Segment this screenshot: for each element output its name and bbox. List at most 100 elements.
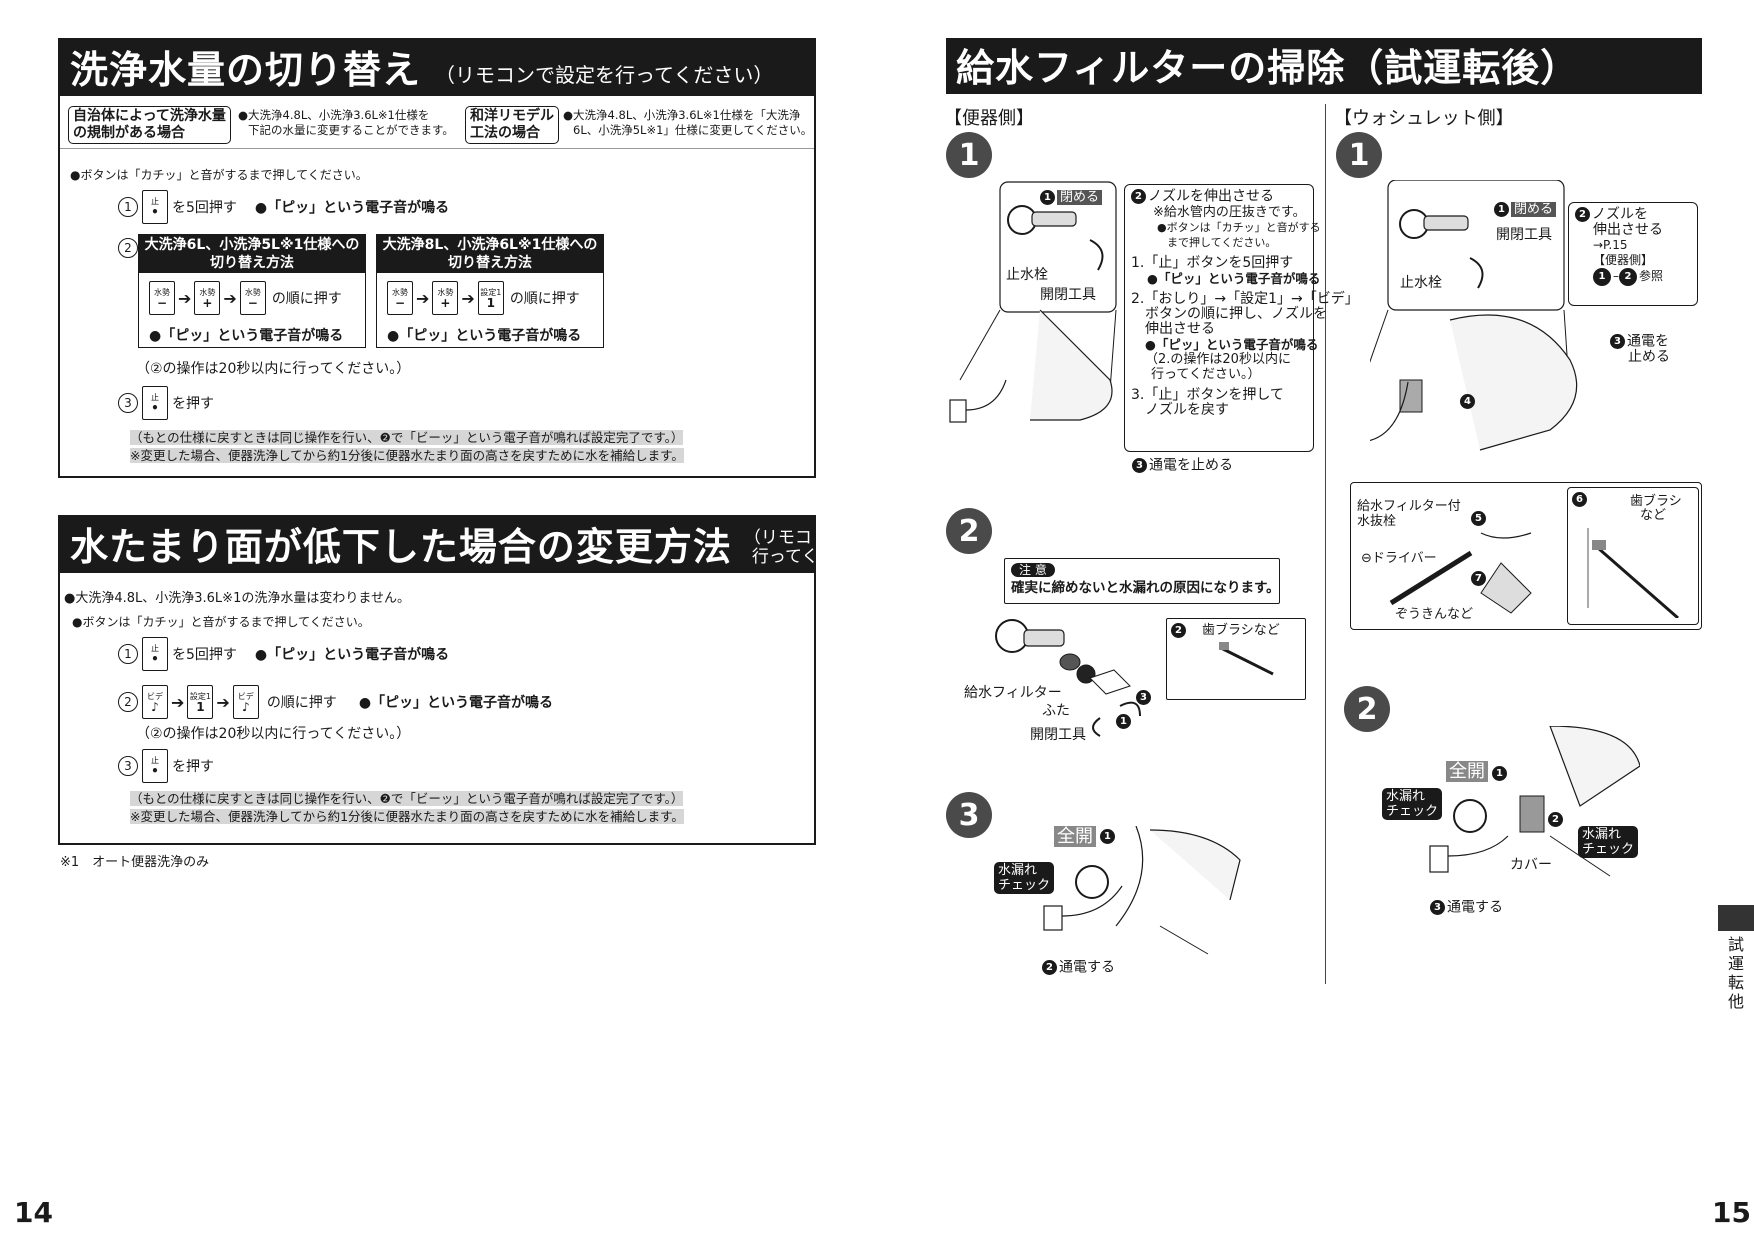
w2-leak-check-left: 水漏れ チェック [1382, 788, 1443, 820]
switch-8l-6l-head: 大洗浄8L、小洗浄6L※1仕様への 切り替え方法 [377, 235, 603, 273]
flush-volume-title-note: （リモコンで設定を行ってください） [435, 63, 774, 87]
regulation-label: 自治体によって洗浄水量 の規制がある場合 [68, 106, 231, 144]
washlet-step2-illustration [1429, 726, 1640, 877]
toilet-step1-illustration [949, 181, 1117, 423]
t2-tool-label: 開閉工具 [1030, 727, 1086, 743]
water-level-note-line1: （リモコンで設定を [743, 528, 814, 548]
filter-plug-line2: 水抜栓 [1357, 514, 1397, 529]
column-divider [1325, 104, 1326, 984]
step1-beep: ●「ピッ」という電子音が鳴る [254, 200, 450, 216]
washlet-filter-inset: 給水フィルター付 水抜栓 ⊖ドライバー ぞうきんなど 5 7 6 歯ブラシ など [1350, 482, 1702, 630]
arrow-icon: ➔ [178, 288, 192, 308]
step3-text: を押す [172, 396, 214, 412]
s2-step2-marker: 2 [118, 692, 138, 712]
toilet-step-2-badge: 2 [946, 508, 992, 554]
remodel-desc: ●大洗浄4.8L、小洗浄3.6L※1仕様を「大洗浄 6L、小洗浄5L※1」仕様に… [563, 108, 812, 138]
water-label-c: 水勢 [244, 288, 261, 297]
washlet-close-tag: 閉める [1511, 202, 1557, 217]
stop-button-icon: 止• [142, 190, 168, 224]
switch-8l-6l-head-line1: 大洗浄8L、小洗浄6L※1仕様への [382, 237, 598, 253]
one-symbol-a: 1 [486, 296, 495, 310]
water-level-title-bar: 水たまり面が低下した場合の変更方法 （リモコンで設定を 行ってください） [60, 517, 814, 573]
bidet-button-icon: ビデ♪ [232, 685, 259, 719]
switch-6l-5l-head: 大洗浄6L、小洗浄5L※1仕様への 切り替え方法 [139, 235, 365, 273]
nozzle-step2-line3: 伸出させる [1145, 320, 1215, 337]
arrow-icon: ➔ [171, 692, 185, 712]
nozzle-step1: 1.「止」ボタンを5回押す [1131, 254, 1294, 271]
s2-step3-marker: 3 [118, 756, 138, 776]
marker-6: 6 [1572, 492, 1589, 507]
restore-note: （もとの仕様に戻すときは同じ操作を行い、❷で「ビーッ」という電子音が鳴れば設定完… [130, 430, 684, 445]
regulation-label-line2: の規制がある場合 [73, 125, 185, 141]
order-text-b: の順に押す [509, 291, 580, 307]
s2-step2-beep: ●「ピッ」という電子音が鳴る [358, 695, 554, 711]
w2-leak-left-1: 水漏れ [1386, 789, 1426, 804]
order-text-a: の順に押す [271, 291, 342, 307]
stop-label-c: 止 [151, 644, 159, 653]
stop-label-d: 止 [151, 756, 159, 765]
filter-plug-line1: 給水フィルター付 [1357, 499, 1461, 514]
press-note-2: ●ボタンは「カチッ」と音がするまで押してください。 [72, 615, 370, 629]
regulation-desc-line2: 下記の水量に変更することができます。 [248, 123, 454, 137]
setting1-label-a: 設定1 [480, 288, 502, 297]
minus-symbol-b: − [247, 296, 258, 310]
toilet-step3-illustration [1043, 826, 1241, 955]
arrow-icon: ➔ [416, 288, 430, 308]
washlet-ref-page: →P.15 [1593, 237, 1628, 252]
s2-step1-row: 1 止• を5回押す ●「ピッ」という電子音が鳴る [118, 637, 449, 671]
filter-title: 給水フィルターの掃除（試運転後） [956, 46, 1580, 90]
nozzle-step3-line1: 3.「止」ボタンを押して [1131, 386, 1284, 403]
caution-tag: 注 意 [1011, 563, 1055, 577]
side-tab-char-4: 他 [1727, 992, 1744, 1011]
flush-volume-title: 洗浄水量の切り替え [70, 48, 422, 92]
s2-within20: （②の操作は20秒以内に行ってください。） [136, 726, 411, 742]
pressure-note: ※給水管内の圧抜きです。 [1153, 204, 1306, 220]
switch-6l-5l-sequence: 水勢− ➔ 水勢+ ➔ 水勢− の順に押す [149, 281, 365, 315]
water-level-section: 水たまり面が低下した場合の変更方法 （リモコンで設定を 行ってください） ●大洗… [58, 515, 816, 845]
switch-6l-5l-head-line1: 大洗浄6L、小洗浄5L※1仕様への [144, 237, 360, 253]
filter-label: 給水フィルター [964, 685, 1062, 701]
switch-8l-6l-box: 大洗浄8L、小洗浄6L※1仕様への 切り替え方法 水勢− ➔ 水勢+ ➔ 設定1… [376, 234, 604, 348]
step3-row: 3 止• を押す [118, 386, 214, 420]
w2-full-open-text: 全開 [1446, 761, 1488, 782]
marker-7: 7 [1471, 571, 1488, 586]
w2-leak-right-1: 水漏れ [1582, 827, 1622, 842]
bidet-label-a: ビデ [147, 692, 163, 701]
nozzle-step3-line2: ノズルを戻す [1145, 401, 1229, 418]
marker-5: 5 [1471, 511, 1488, 526]
side-tab-label: 試 運 転 他 [1726, 935, 1746, 1011]
nozzle-head-text: ノズルを伸出させる [1148, 188, 1274, 205]
arrow-icon: ➔ [216, 692, 230, 712]
remodel-label-line2: 工法の場合 [470, 125, 540, 141]
s2-step1-text: を5回押す [172, 647, 237, 663]
water-plus-icon: 水勢+ [194, 281, 221, 315]
remodel-desc-line2: 6L、小洗浄5L※1」仕様に変更してください。 [573, 123, 813, 137]
s2-step3-row: 3 止• を押す [118, 749, 214, 783]
washlet-stopcock-label: 止水栓 [1400, 275, 1442, 291]
stop-button-label: 止 [151, 197, 159, 206]
nozzle-step2-note1: （2.の操作は20秒以内に [1145, 351, 1291, 367]
toilet-power-off-text: 通電を止める [1149, 457, 1233, 474]
stop-button-icon: 止• [142, 637, 168, 671]
water-label-e: 水勢 [437, 288, 454, 297]
step1-text: を5回押す [172, 200, 237, 216]
no-change-note: ●大洗浄4.8L、小洗浄3.6L※1の洗浄水量は変わりません。 [64, 591, 410, 606]
water-label-a: 水勢 [154, 288, 170, 297]
toothbrush-icon [1219, 642, 1274, 676]
step1-row: 1 止• を5回押す ●「ピッ」という電子音が鳴る [118, 190, 449, 224]
step-marker-1: 1 [1116, 714, 1133, 729]
page-number-left: 14 [14, 1196, 53, 1229]
step-marker-3: 3 [1136, 690, 1153, 705]
regulation-desc: ●大洗浄4.8L、小洗浄3.6L※1仕様を 下記の水量に変更することができます。 [238, 108, 454, 138]
s2-step1-beep: ●「ピッ」という電子音が鳴る [254, 647, 450, 663]
